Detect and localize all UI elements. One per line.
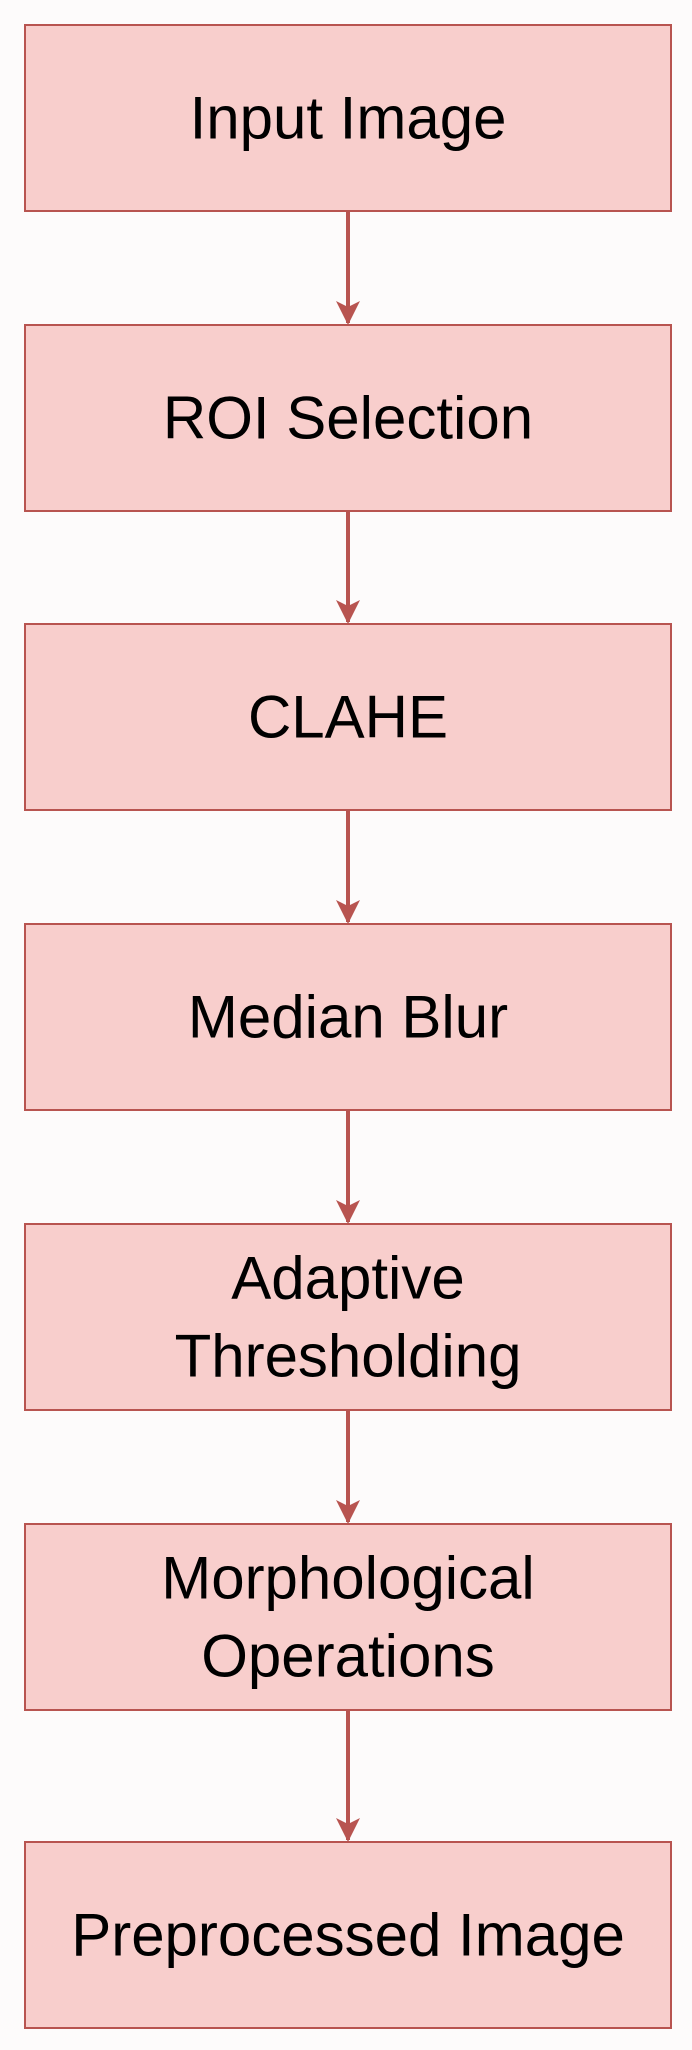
- step-box-roi: [24, 324, 672, 512]
- step-label-clahe: CLAHE: [248, 684, 448, 751]
- step-label-median: Median Blur: [188, 984, 508, 1051]
- step-label-morph-line-1: Morphological: [161, 1545, 535, 1612]
- step-median: Median Blur: [24, 923, 672, 1111]
- step-box-input: [24, 24, 672, 212]
- step-label-input: Input Image: [190, 85, 507, 152]
- step-box-output: [24, 1841, 672, 2029]
- step-label-morph-line-2: Operations: [201, 1623, 495, 1690]
- step-roi: ROI Selection: [24, 324, 672, 512]
- step-box-clahe: [24, 623, 672, 811]
- step-label-adaptive-line-2: Thresholding: [175, 1323, 522, 1390]
- step-box-median: [24, 923, 672, 1111]
- step-input: Input Image: [24, 24, 672, 212]
- step-label-output: Preprocessed Image: [71, 1902, 625, 1969]
- step-label-roi: ROI Selection: [163, 385, 533, 452]
- step-clahe: CLAHE: [24, 623, 672, 811]
- step-box-adaptive: [24, 1223, 672, 1411]
- step-label-adaptive-line-1: Adaptive: [231, 1245, 465, 1312]
- step-output: Preprocessed Image: [24, 1841, 672, 2029]
- step-box-morph: [24, 1523, 672, 1711]
